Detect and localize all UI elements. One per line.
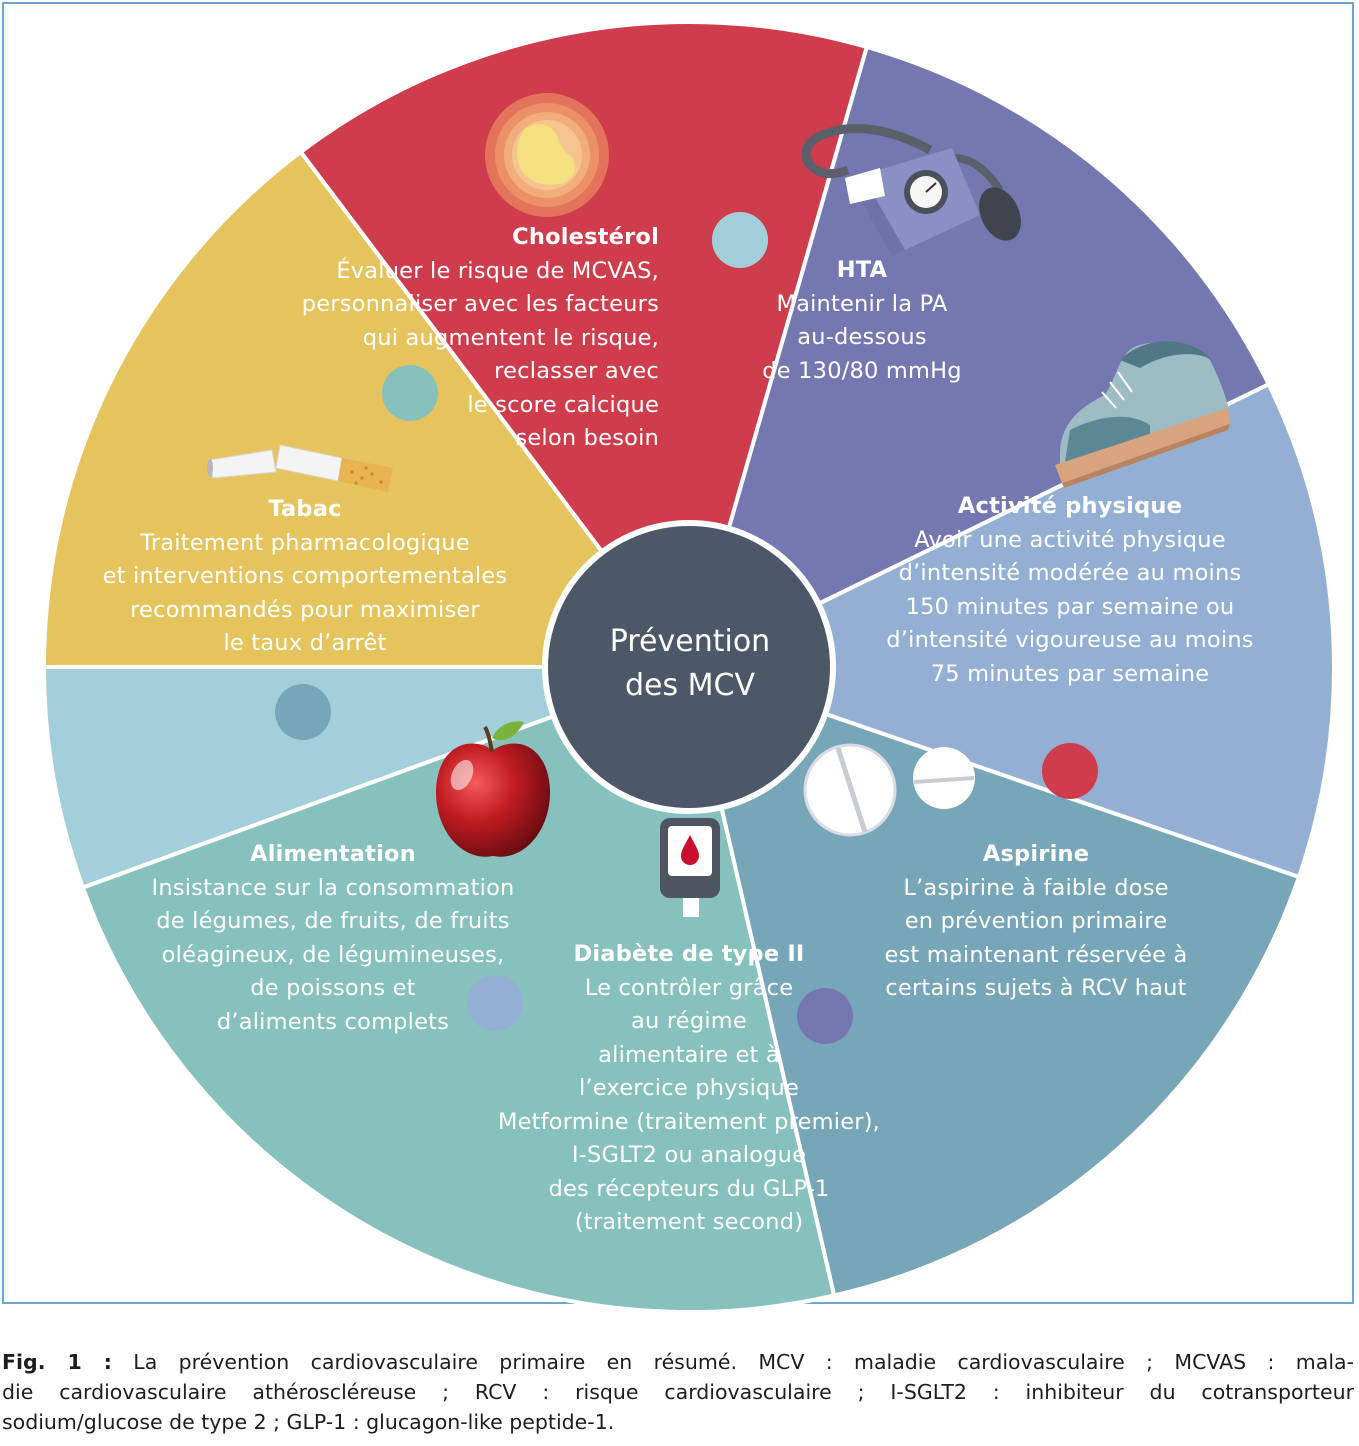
label-tabac-line-3: recommandés pour maximiser bbox=[130, 596, 480, 623]
label-diabete-line-5: Metformine (traitement premier), bbox=[497, 1108, 881, 1135]
figure-caption: Fig. 1 : La prévention cardiovasculaire … bbox=[2, 1347, 1354, 1437]
segment-tabac bbox=[80, 664, 837, 1310]
puzzle-tab-diabete bbox=[467, 975, 523, 1031]
label-aspirine-line-1: L’aspirine à faible dose bbox=[903, 874, 1169, 901]
label-cholesterol-title: Cholestérol bbox=[512, 224, 659, 250]
label-cholesterol-line-3: qui augmentent le risque, bbox=[362, 324, 659, 351]
segment-diabete bbox=[683, 381, 1337, 880]
label-aspirine-line-3: est maintenant réservée à bbox=[884, 941, 1188, 968]
label-hta-line-3: de 130/80 mmHg bbox=[762, 357, 962, 384]
center-line-2: des MCV bbox=[624, 668, 756, 703]
label-cholesterol: Cholestérol Évaluer le risque de MCVAS, … bbox=[258, 221, 659, 456]
pills-icon bbox=[803, 743, 975, 837]
label-diabete-line-1: Le contrôler grâce bbox=[584, 974, 794, 1001]
puzzle-tab-tabac bbox=[382, 365, 438, 421]
label-activite-title: Activité physique bbox=[957, 493, 1183, 519]
label-alimentation-line-2: de légumes, de fruits, de fruits bbox=[156, 908, 510, 934]
center-line-1: Prévention bbox=[609, 624, 771, 659]
caption-line-1: Fig. 1 : La prévention cardiovasculaire … bbox=[2, 1347, 1354, 1377]
label-alimentation: Alimentation Insistance sur la consommat… bbox=[118, 838, 548, 1039]
label-hta-line-2: au-dessous bbox=[797, 324, 927, 350]
sneaker-icon bbox=[1055, 341, 1230, 488]
blood-pressure-cuff-icon bbox=[801, 123, 1021, 256]
label-tabac-title: Tabac bbox=[268, 496, 342, 522]
center-disc bbox=[542, 520, 836, 814]
label-cholesterol-line-4: reclasser avec bbox=[494, 358, 659, 384]
label-cholesterol-line-6: selon besoin bbox=[515, 425, 659, 451]
caption-text-1: La prévention cardiovasculaire primaire … bbox=[133, 1350, 1354, 1374]
label-diabete: Diabète de type II Le contrôler grâce au… bbox=[474, 938, 904, 1240]
label-activite-line-2: d’intensité modérée au moins bbox=[898, 560, 1242, 586]
prevention-wheel bbox=[41, 20, 1337, 1310]
label-activite-line-5: 75 minutes par semaine bbox=[930, 660, 1210, 687]
label-aspirine-title: Aspirine bbox=[982, 841, 1090, 867]
glucose-meter-icon bbox=[660, 818, 720, 917]
label-alimentation-line-1: Insistance sur la consommation bbox=[151, 874, 515, 901]
segment-cholesterol bbox=[41, 665, 690, 891]
label-hta-title: HTA bbox=[836, 257, 888, 283]
label-tabac-line-1: Traitement pharmacologique bbox=[140, 529, 470, 556]
label-cholesterol-line-2: personnaliser avec les facteurs bbox=[301, 291, 659, 317]
label-diabete-line-8: (traitement second) bbox=[574, 1209, 804, 1235]
puzzle-tab-aspirine bbox=[797, 988, 853, 1044]
puzzle-tab-alimentation bbox=[275, 684, 331, 740]
label-cholesterol-line-1: Évaluer le risque de MCVAS, bbox=[336, 257, 659, 284]
label-aspirine-line-4: certains sujets à RCV haut bbox=[885, 975, 1187, 1001]
label-activite-line-3: 150 minutes par semaine ou bbox=[905, 593, 1235, 620]
label-diabete-line-7: des récepteurs du GLP-1 bbox=[548, 1175, 830, 1202]
label-hta-line-1: Maintenir la PA bbox=[776, 290, 948, 317]
label-diabete-line-2: au régime bbox=[631, 1008, 747, 1034]
apple-icon bbox=[435, 721, 551, 857]
label-alimentation-line-4: de poissons et bbox=[250, 975, 416, 1001]
label-activite-line-4: d’intensité vigoureuse au moins bbox=[886, 627, 1254, 653]
label-alimentation-line-5: d’aliments complets bbox=[216, 1008, 450, 1035]
label-activite: Activité physique Avoir une activité phy… bbox=[860, 490, 1280, 691]
center-title: Prévention des MCV bbox=[545, 620, 835, 708]
label-tabac: Tabac Traitement pharmacologique et inte… bbox=[80, 493, 530, 661]
label-diabete-line-6: I-SGLT2 ou analogue bbox=[571, 1142, 807, 1168]
label-aspirine: Aspirine L’aspirine à faible dose en pré… bbox=[856, 838, 1216, 1006]
label-diabete-line-4: l’exercice physique bbox=[578, 1075, 800, 1101]
segment-aspirine bbox=[685, 44, 1272, 671]
label-cholesterol-line-5: le score calcique bbox=[467, 391, 659, 418]
segment-activite bbox=[297, 20, 870, 672]
label-tabac-line-2: et interventions comportementales bbox=[102, 563, 508, 589]
puzzle-tab-activite bbox=[1042, 743, 1098, 799]
label-alimentation-line-3: oléagineux, de légumineuses, bbox=[161, 941, 505, 968]
caption-line-2: die cardiovasculaire athéroscléreuse ; R… bbox=[2, 1380, 1354, 1404]
label-aspirine-line-2: en prévention primaire bbox=[904, 908, 1168, 934]
caption-label: Fig. 1 : bbox=[2, 1350, 112, 1374]
puzzle-tab-cholesterol bbox=[712, 212, 768, 268]
label-tabac-line-4: le taux d’arrêt bbox=[223, 630, 387, 656]
label-diabete-line-3: alimentaire et à bbox=[598, 1041, 780, 1068]
artery-plaque-icon bbox=[485, 93, 609, 217]
label-diabete-title: Diabète de type II bbox=[573, 941, 805, 967]
label-alimentation-title: Alimentation bbox=[250, 841, 416, 867]
label-hta: HTA Maintenir la PA au-dessous de 130/80… bbox=[712, 254, 1012, 388]
caption-line-3: sodium/glucose de type 2 ; GLP-1 : gluca… bbox=[2, 1410, 615, 1434]
broken-cigarette-icon bbox=[207, 444, 393, 492]
label-activite-line-1: Avoir une activité physique bbox=[914, 526, 1226, 553]
segment-hta bbox=[41, 149, 694, 669]
